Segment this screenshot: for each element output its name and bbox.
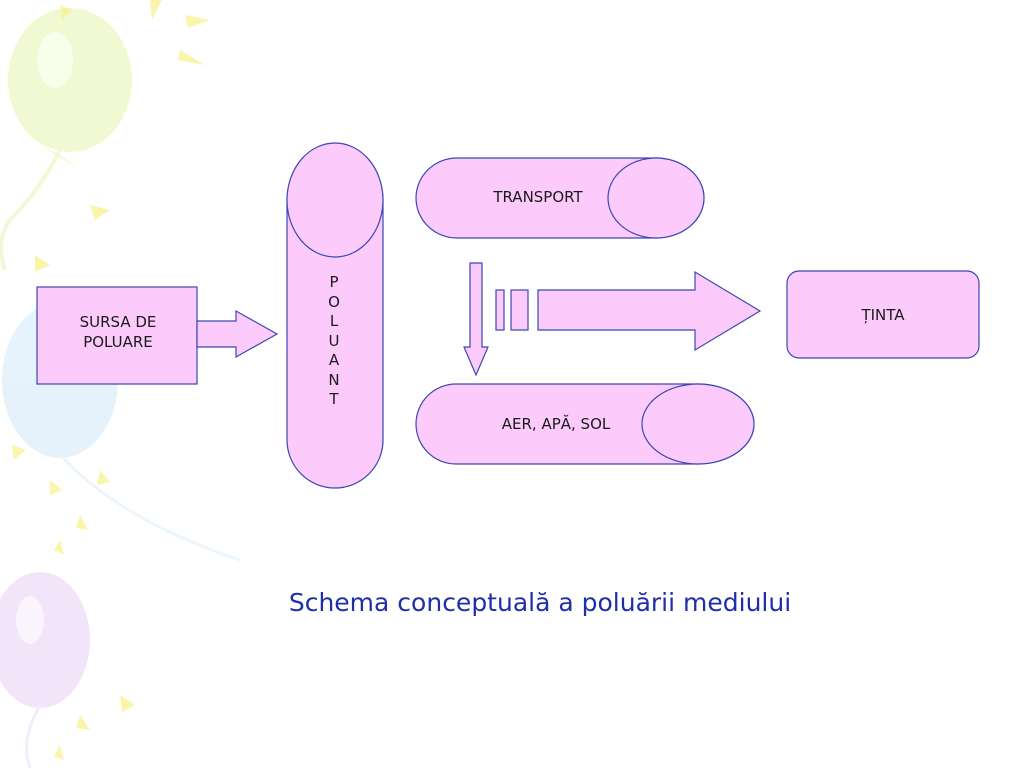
pollutant-cylinder: [286, 142, 384, 489]
arrow-source-to-pollutant: [196, 309, 279, 359]
source-label: SURSA DE POLUARE: [79, 313, 157, 351]
media-label: AER, APĂ, SOL: [501, 415, 611, 433]
pollutant-letter: L: [329, 312, 339, 330]
pollutant-letter: U: [328, 331, 340, 350]
target-label: ȚINTA: [861, 306, 905, 324]
transport-label: TRANSPORT: [493, 188, 583, 206]
sun-rays: [12, 0, 210, 760]
target-box: [786, 270, 980, 359]
arrow-to-target: [495, 270, 762, 352]
pollutant-letter: T: [329, 390, 339, 408]
media-cylinder: [415, 383, 755, 465]
pollutant-letter: A: [328, 351, 340, 369]
pollutant-letter: N: [328, 370, 340, 389]
balloon-icon: [0, 8, 132, 271]
source-box: [36, 286, 198, 385]
pollutant-letter: P: [329, 273, 339, 291]
pollutant-letter: O: [328, 292, 340, 311]
transport-cylinder: [415, 157, 705, 239]
diagram-caption: Schema conceptuală a poluării mediului: [288, 588, 792, 617]
arrow-transport-to-media: [463, 262, 489, 377]
balloon-icon: [0, 572, 90, 768]
